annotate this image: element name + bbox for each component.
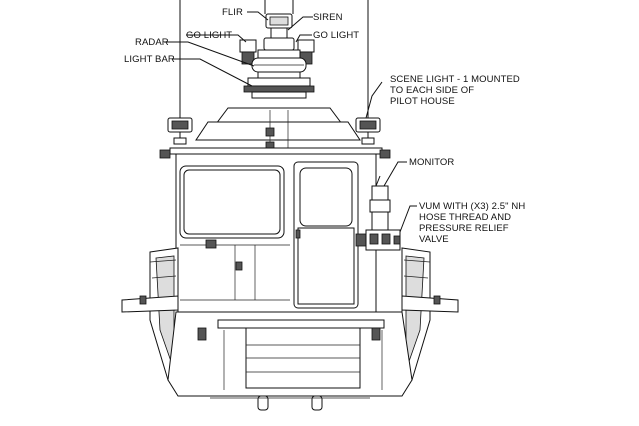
label-vum-line-1: VUM WITH (X3) 2.5" NH (419, 201, 525, 212)
scene-light-right (355, 117, 381, 145)
leader-lines (164, 11, 417, 233)
label-scene-light-line-3: PILOT HOUSE (390, 96, 455, 107)
label-vum: VUM WITH (X3) 2.5" NH HOSE THREAD AND PR… (419, 201, 525, 245)
go-light-right (297, 39, 315, 65)
light-bar (243, 77, 315, 99)
label-go-light-right: GO LIGHT (313, 30, 359, 41)
cabin-roof (195, 107, 361, 151)
hull-left (121, 247, 179, 381)
label-scene-light-line-2: TO EACH SIDE OF (390, 85, 474, 96)
vum-valve-assembly (355, 229, 401, 251)
radar-dome (251, 49, 307, 79)
bow-deck (167, 311, 413, 397)
label-monitor: MONITOR (409, 157, 454, 168)
monitor-nozzle (369, 175, 391, 231)
scene-light-left (167, 117, 193, 145)
keel-fittings (210, 395, 370, 411)
pilot-house-door (293, 161, 359, 309)
flir-camera (263, 13, 295, 51)
hull-right (401, 247, 459, 381)
label-radar: RADAR (135, 37, 169, 48)
cabin-lower-panel (180, 239, 290, 301)
label-vum-line-2: HOSE THREAD AND (419, 212, 511, 223)
label-vum-line-3: PRESSURE RELIEF (419, 223, 509, 234)
label-go-light-left: GO LIGHT (186, 30, 232, 41)
label-light-bar: LIGHT BAR (124, 54, 175, 65)
label-siren: SIREN (313, 12, 343, 23)
label-scene-light-line-1: SCENE LIGHT - 1 MOUNTED (390, 74, 520, 85)
label-flir: FLIR (222, 7, 243, 18)
front-window (179, 165, 285, 239)
label-scene-light: SCENE LIGHT - 1 MOUNTED TO EACH SIDE OF … (390, 74, 520, 107)
label-vum-line-4: VALVE (419, 234, 449, 245)
